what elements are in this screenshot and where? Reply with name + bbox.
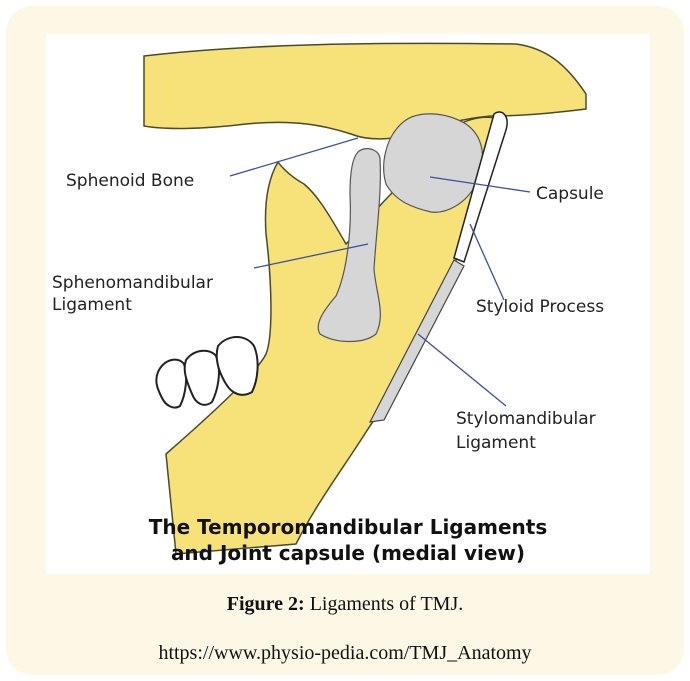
figure-label: Figure 2: (227, 593, 305, 615)
label-stylomandibular-1: Stylomandibular (456, 409, 596, 429)
figure-title-line2: and Joint capsule (medial view) (171, 541, 525, 565)
label-sphenomandibular-1: Sphenomandibular (52, 273, 213, 293)
label-sphenoid-bone: Sphenoid Bone (66, 171, 194, 191)
tmj-diagram: Sphenoid Bone Capsule Sphenomandibular L… (46, 34, 650, 574)
source-url: https://www.physio-pedia.com/TMJ_Anatomy (0, 642, 690, 665)
figure-title-line1: The Temporomandibular Ligaments (149, 515, 547, 539)
temporal-bone (144, 43, 586, 138)
figure-caption-text: Ligaments of TMJ. (305, 593, 464, 615)
leader-sphenoid (230, 138, 358, 176)
label-sphenomandibular-2: Ligament (52, 295, 132, 315)
figure-caption: Figure 2: Ligaments of TMJ. (0, 593, 690, 616)
label-stylomandibular-2: Ligament (456, 433, 536, 453)
figure-panel: Sphenoid Bone Capsule Sphenomandibular L… (46, 34, 650, 574)
label-capsule: Capsule (536, 184, 604, 204)
label-styloid-process: Styloid Process (476, 297, 604, 317)
leader-stylomandibular (418, 334, 506, 406)
leader-styloid (470, 224, 504, 300)
